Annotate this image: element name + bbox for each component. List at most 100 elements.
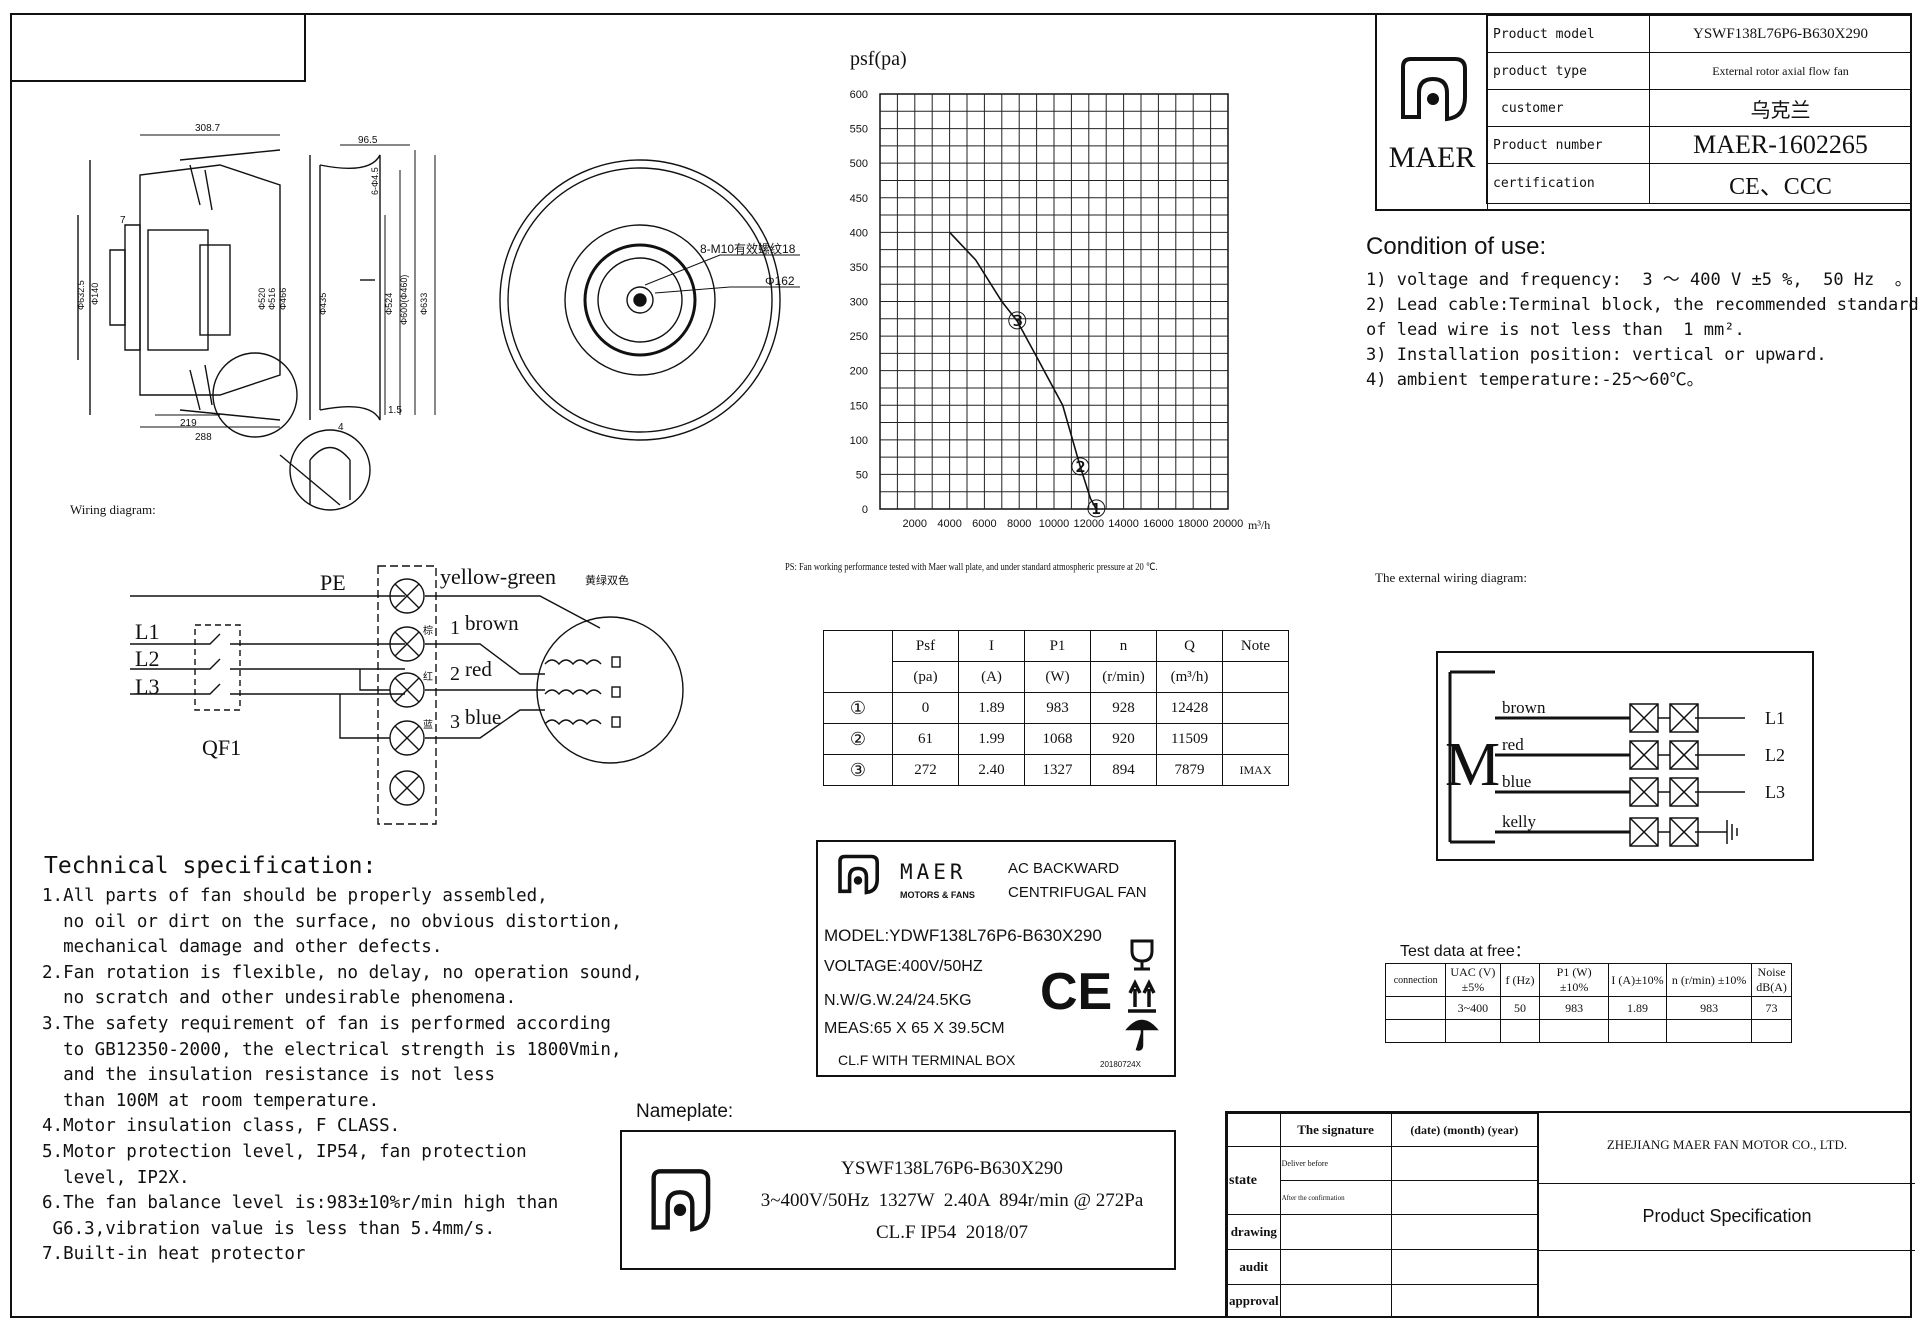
table-cell: 920	[1090, 723, 1157, 755]
info-label: customer	[1486, 89, 1650, 127]
table-header: P1	[1024, 630, 1091, 662]
x-tick-label: 18000	[1178, 518, 1209, 530]
logo-cell: MAER	[1377, 15, 1488, 209]
spec-line: 6.The fan balance level is:983±10%r/min …	[42, 1193, 559, 1214]
table-header: P1 (W) ±10%	[1539, 963, 1609, 997]
label-type: CENTRIFUGAL FAN	[1008, 884, 1147, 901]
terminal-cross	[1629, 817, 1659, 847]
label-code: 20180724X	[1100, 1060, 1141, 1069]
fragile-glass-icon	[1130, 939, 1154, 971]
table-cell: 2.40	[958, 754, 1025, 786]
table-header: UAC (V)±5%	[1445, 963, 1501, 997]
table-row: Psf I P1 n Q Note	[823, 630, 1289, 693]
spec-line: G6.3,vibration value is less than 5.4mm/…	[42, 1218, 496, 1239]
label-box: CL.F WITH TERMINAL BOX	[838, 1052, 1016, 1068]
spec-line: than 100M at room temperature.	[42, 1090, 380, 1111]
info-value: CE、CCC	[1649, 163, 1912, 204]
x-tick-label: 6000	[972, 518, 996, 530]
state-label: state	[1229, 1172, 1257, 1188]
nameplate-title: Nameplate:	[636, 1101, 734, 1122]
condition-line: 2) Lead cable:Terminal block, the recomm…	[1366, 295, 1919, 315]
info-label: Product number	[1486, 126, 1650, 164]
dim-text: Φ140	[90, 283, 100, 305]
table-row: connection UAC (V)±5% f (Hz) P1 (W) ±10%…	[1384, 963, 1792, 997]
pe-label: PE	[320, 570, 346, 595]
y-tick-label: 200	[850, 366, 868, 378]
terminal-name: brown	[465, 611, 519, 635]
logo-text: MAER	[1388, 141, 1476, 174]
table-cell	[1222, 723, 1289, 755]
spec-line: 1.All parts of fan should be properly as…	[42, 886, 548, 906]
x-tick-label: 14000	[1108, 518, 1139, 530]
point-marker: ③	[1006, 307, 1028, 335]
table-cell: 1.89	[1607, 996, 1668, 1020]
label-meas: MEAS:65 X 65 X 39.5CM	[824, 1020, 1005, 1037]
table-unit: (pa)	[892, 661, 959, 693]
table-unit: (W)	[1024, 661, 1091, 693]
table-cell: 1.89	[958, 692, 1025, 724]
this-way-up-icon	[1128, 979, 1156, 1013]
wire-label: kelly	[1502, 812, 1536, 831]
table-row: 3~400 50 983 1.89 983 73	[1384, 996, 1792, 1020]
dim-text: Φ435	[318, 293, 328, 315]
dim-text: Φ520	[257, 288, 267, 310]
table-cell	[1384, 996, 1447, 1020]
condition-line: of lead wire is not less than 1 mm².	[1366, 320, 1745, 340]
label-brand: MAER	[900, 860, 967, 884]
table-header: Psf	[892, 630, 959, 662]
info-value: YSWF138L76P6-B630X290	[1649, 15, 1912, 53]
dim-text: Φ633	[419, 293, 429, 315]
packaging-icons	[1125, 939, 1159, 1051]
dim-text: 6-Φ4.5	[370, 167, 380, 195]
maer-logo-icon	[838, 854, 879, 895]
table-cell: After the confirmation	[1279, 1180, 1392, 1215]
conditions-list: 1) voltage and frequency: 3 ～ 400 V ±5 %…	[1366, 268, 1919, 393]
table-row: ② 61 1.99 1068 920 11509	[823, 723, 1289, 755]
info-value: External rotor axial flow fan	[1649, 52, 1912, 90]
breaker-label: QF1	[202, 735, 241, 760]
table-cell: 1327	[1024, 754, 1091, 786]
table-cell: 928	[1090, 692, 1157, 724]
table-row: drawing	[1227, 1214, 1539, 1250]
mechanical-drawing: 308.7 7 219 288 96.5 1.5 4 8-M10有效螺纹18 Φ…	[76, 123, 800, 511]
x-tick-label: 20000	[1213, 518, 1244, 530]
table-cell: 894	[1090, 754, 1157, 786]
x-tick-label: 8000	[1007, 518, 1031, 530]
x-axis-label: m³/h	[1248, 518, 1270, 532]
ce-mark: CE	[1040, 963, 1113, 1021]
terminal-cn: 蓝	[423, 719, 433, 731]
y-tick-label: 400	[850, 227, 868, 239]
x-tick-label: 2000	[903, 518, 927, 530]
table-row: state Deliver before	[1227, 1146, 1539, 1215]
table-cell: 12428	[1156, 692, 1223, 724]
y-tick-label: 300	[850, 297, 868, 309]
table-cell: Deliver before	[1279, 1146, 1392, 1181]
dim-text: Φ516	[267, 288, 277, 310]
tech-spec-title: Technical specification:	[44, 853, 377, 879]
external-wiring-diagram: M brown red blue kelly L1 L2 L3	[1436, 651, 1814, 861]
spec-line: mechanical damage and other defects.	[42, 937, 443, 958]
wiring-diagram-label: Wiring diagram:	[70, 502, 156, 517]
info-value: 乌克兰	[1649, 89, 1912, 127]
line-label: L2	[1765, 745, 1785, 765]
spec-line: 7.Built-in heat protector	[42, 1244, 306, 1265]
table-header: connection	[1384, 963, 1447, 997]
dim-text: Φ524	[384, 293, 394, 315]
y-tick-label: 100	[850, 435, 868, 447]
terminal-cross	[1669, 703, 1699, 733]
label-weight: N.W/G.W.24/24.5KG	[824, 992, 972, 1009]
dim-text: 219	[180, 418, 197, 429]
table-header: n (r/min) ±10%	[1666, 963, 1753, 997]
spec-line: 4.Motor insulation class, F CLASS.	[42, 1116, 401, 1137]
table-unit: (A)	[958, 661, 1025, 693]
test-free-table: connection UAC (V)±5% f (Hz) P1 (W) ±10%…	[1384, 963, 1792, 1043]
terminal-cn: 棕	[423, 624, 433, 637]
spec-line: 5.Motor protection level, IP54, fan prot…	[42, 1141, 527, 1162]
condition-line: 3) Installation position: vertical or up…	[1366, 345, 1827, 365]
yellow-green-cn: 黄绿双色	[585, 573, 629, 587]
yellow-green-label: yellow-green	[440, 564, 556, 589]
keep-dry-icon	[1125, 1019, 1159, 1051]
